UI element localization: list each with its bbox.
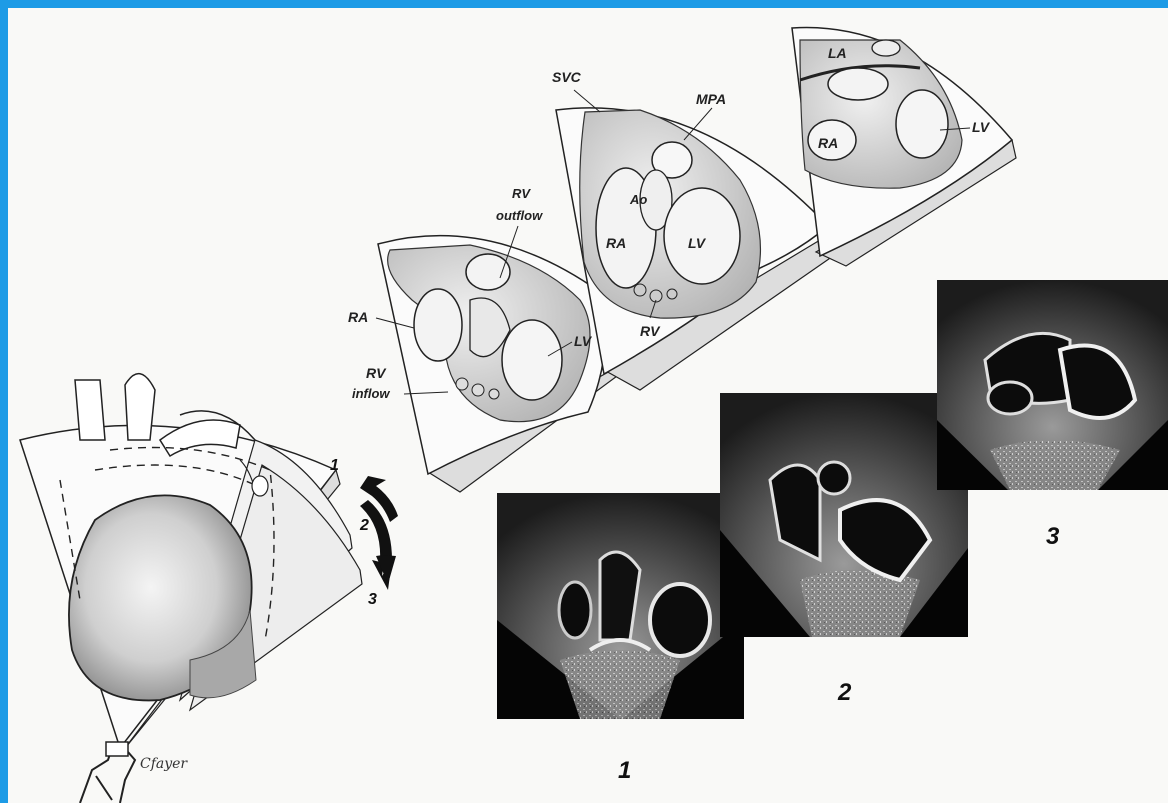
echo-image-3 bbox=[937, 280, 1168, 490]
slide: Cfayer 1 2 3 RA LV RV inflow RV outflow bbox=[8, 8, 1168, 803]
label-rv-outflow-rv: RV bbox=[512, 186, 531, 201]
label-lv: LV bbox=[574, 333, 593, 349]
label-rv-outflow: outflow bbox=[496, 208, 543, 223]
label-mpa: MPA bbox=[696, 91, 726, 107]
echo-caption-3: 3 bbox=[1046, 523, 1060, 550]
four-chamber-panel: LA RA LV bbox=[792, 28, 1016, 267]
transducer-probe bbox=[80, 742, 135, 803]
plane-number-2: 2 bbox=[359, 517, 369, 534]
echo-image-1 bbox=[497, 493, 744, 719]
heart-with-planes: Cfayer 1 2 3 bbox=[20, 374, 377, 803]
label-rv-inflow-rv: RV bbox=[366, 365, 387, 381]
label-ra-2: RA bbox=[606, 235, 626, 251]
echo-caption-1: 1 bbox=[618, 757, 631, 784]
label-lv-2: LV bbox=[688, 235, 707, 251]
label-rv-2: RV bbox=[640, 323, 661, 339]
echo-image-2 bbox=[720, 393, 968, 637]
label-ra: RA bbox=[348, 309, 368, 325]
heart-diagram: Cfayer 1 2 3 RA LV RV inflow RV outflow bbox=[8, 8, 1168, 803]
echo-caption-2: 2 bbox=[837, 679, 852, 706]
label-la: LA bbox=[828, 45, 847, 61]
plane-number-3: 3 bbox=[368, 591, 377, 608]
signature: Cfayer bbox=[140, 756, 188, 772]
label-rv-inflow: inflow bbox=[352, 386, 390, 401]
label-svc: SVC bbox=[552, 69, 582, 85]
label-lv-3: LV bbox=[972, 119, 991, 135]
label-ra-3: RA bbox=[818, 135, 838, 151]
plane-number-1: 1 bbox=[330, 457, 339, 474]
label-ao: Ao bbox=[629, 192, 647, 207]
